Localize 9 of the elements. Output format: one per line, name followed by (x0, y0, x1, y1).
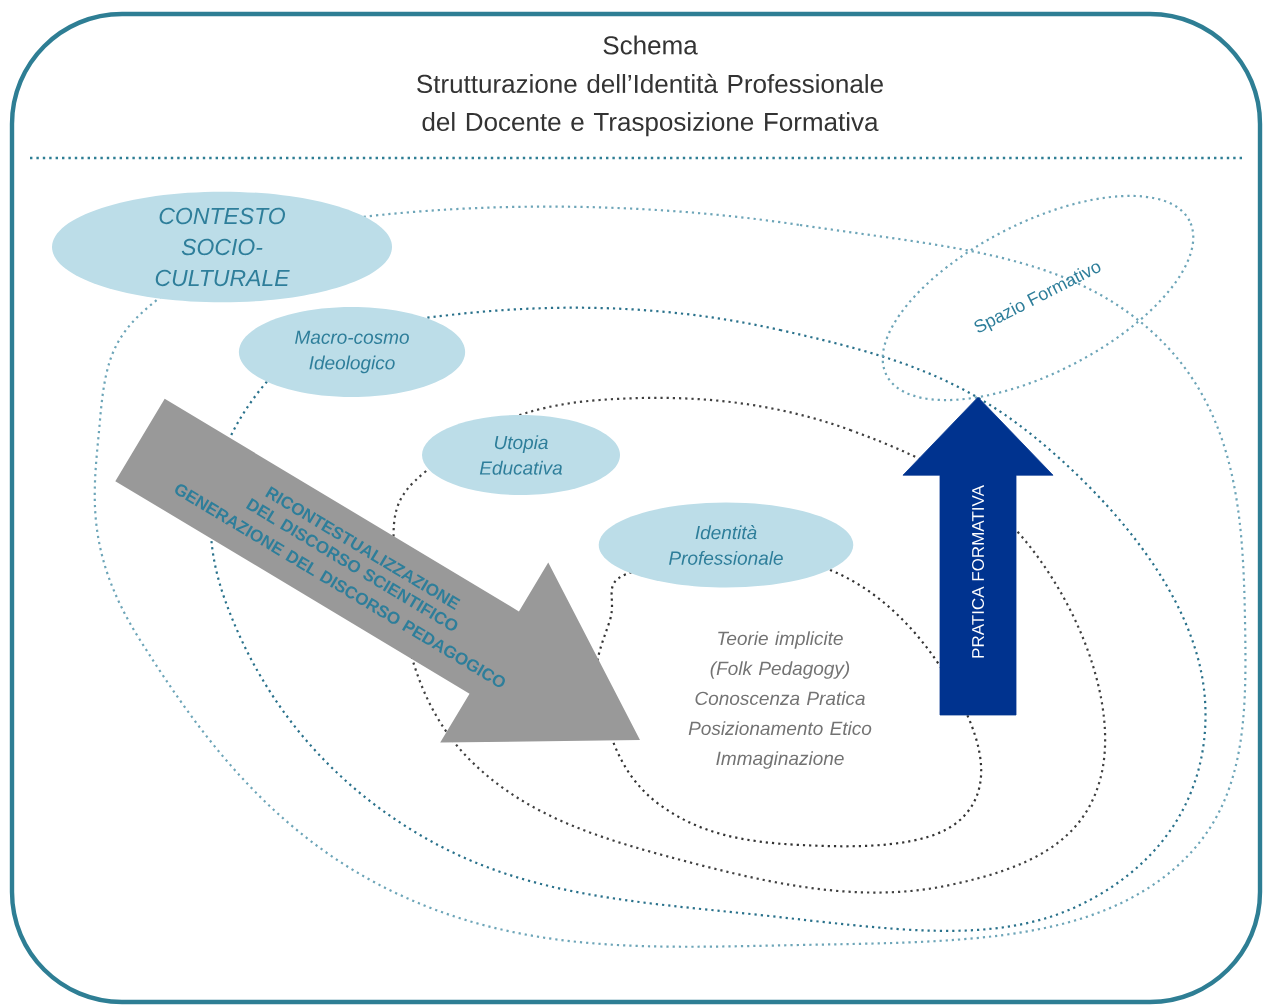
label: Conoscenza Pratica (695, 691, 865, 706)
label: Immaginazione (716, 751, 844, 769)
edge-label: PRATICA FORMATIVA (972, 485, 984, 658)
text-list: Teorie implicite (Folk Pedagogy) Conoscenza Pratica Posizionamento Etico Immaginazione (688, 631, 872, 769)
subtitle: Strutturazione dell’Identità Professionale del Docente e Trasposizione Formativa (417, 73, 883, 137)
label: Posizionamento Etico (688, 721, 872, 736)
title: Schema (603, 35, 698, 55)
label: Teorie implicite (Folk Pedagogy) (710, 631, 850, 679)
block-arrow (902, 396, 1054, 716)
